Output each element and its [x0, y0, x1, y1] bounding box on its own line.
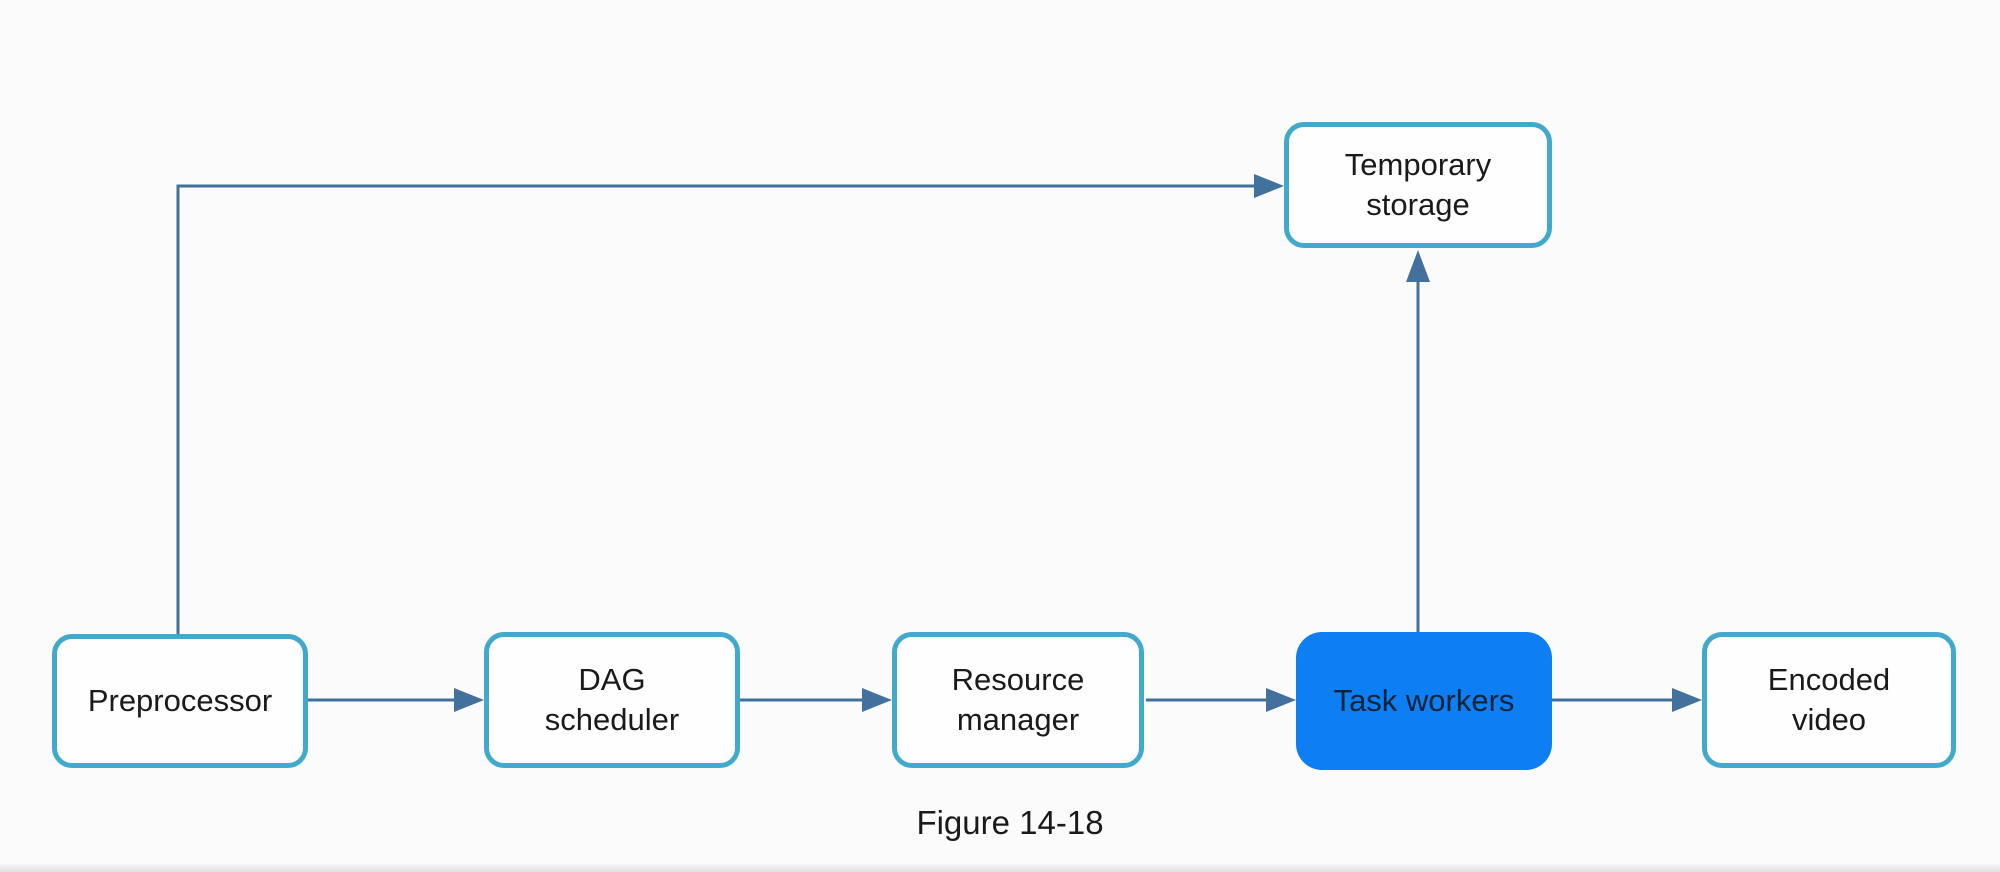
edge-task-workers-to-temporary-storage-arrowhead-icon: [1406, 250, 1430, 282]
node-preprocessor: Preprocessor: [52, 634, 308, 768]
node-encoded-video-label: Encoded video: [1767, 662, 1891, 737]
node-dag-scheduler-label: DAG scheduler: [544, 662, 680, 737]
bottom-edge-strip: [0, 864, 2000, 872]
edge-preprocessor-to-temporary-storage-line: [176, 184, 1256, 634]
figure-caption: Figure 14-18: [916, 804, 1104, 841]
node-preprocessor-label: Preprocessor: [87, 683, 273, 719]
node-temporary-storage: Temporary storage: [1284, 122, 1552, 248]
node-resource-manager: Resource manager: [892, 632, 1144, 768]
edge-preprocessor-to-dag-scheduler-arrowhead-icon: [454, 688, 484, 712]
edge-dag-scheduler-to-resource-manager-arrowhead-icon: [862, 688, 892, 712]
edge-preprocessor-to-temporary-storage-arrowhead-icon: [1254, 174, 1284, 198]
node-task-workers-label: Task workers: [1333, 683, 1515, 719]
node-temporary-storage-label: Temporary storage: [1344, 147, 1492, 222]
node-resource-manager-label: Resource manager: [951, 662, 1085, 737]
edge-resource-manager-to-task-workers-arrowhead-icon: [1266, 688, 1296, 712]
node-dag-scheduler: DAG scheduler: [484, 632, 740, 768]
node-task-workers: Task workers: [1296, 632, 1552, 770]
edge-task-workers-to-encoded-video-arrowhead-icon: [1672, 688, 1702, 712]
node-encoded-video: Encoded video: [1702, 632, 1956, 768]
